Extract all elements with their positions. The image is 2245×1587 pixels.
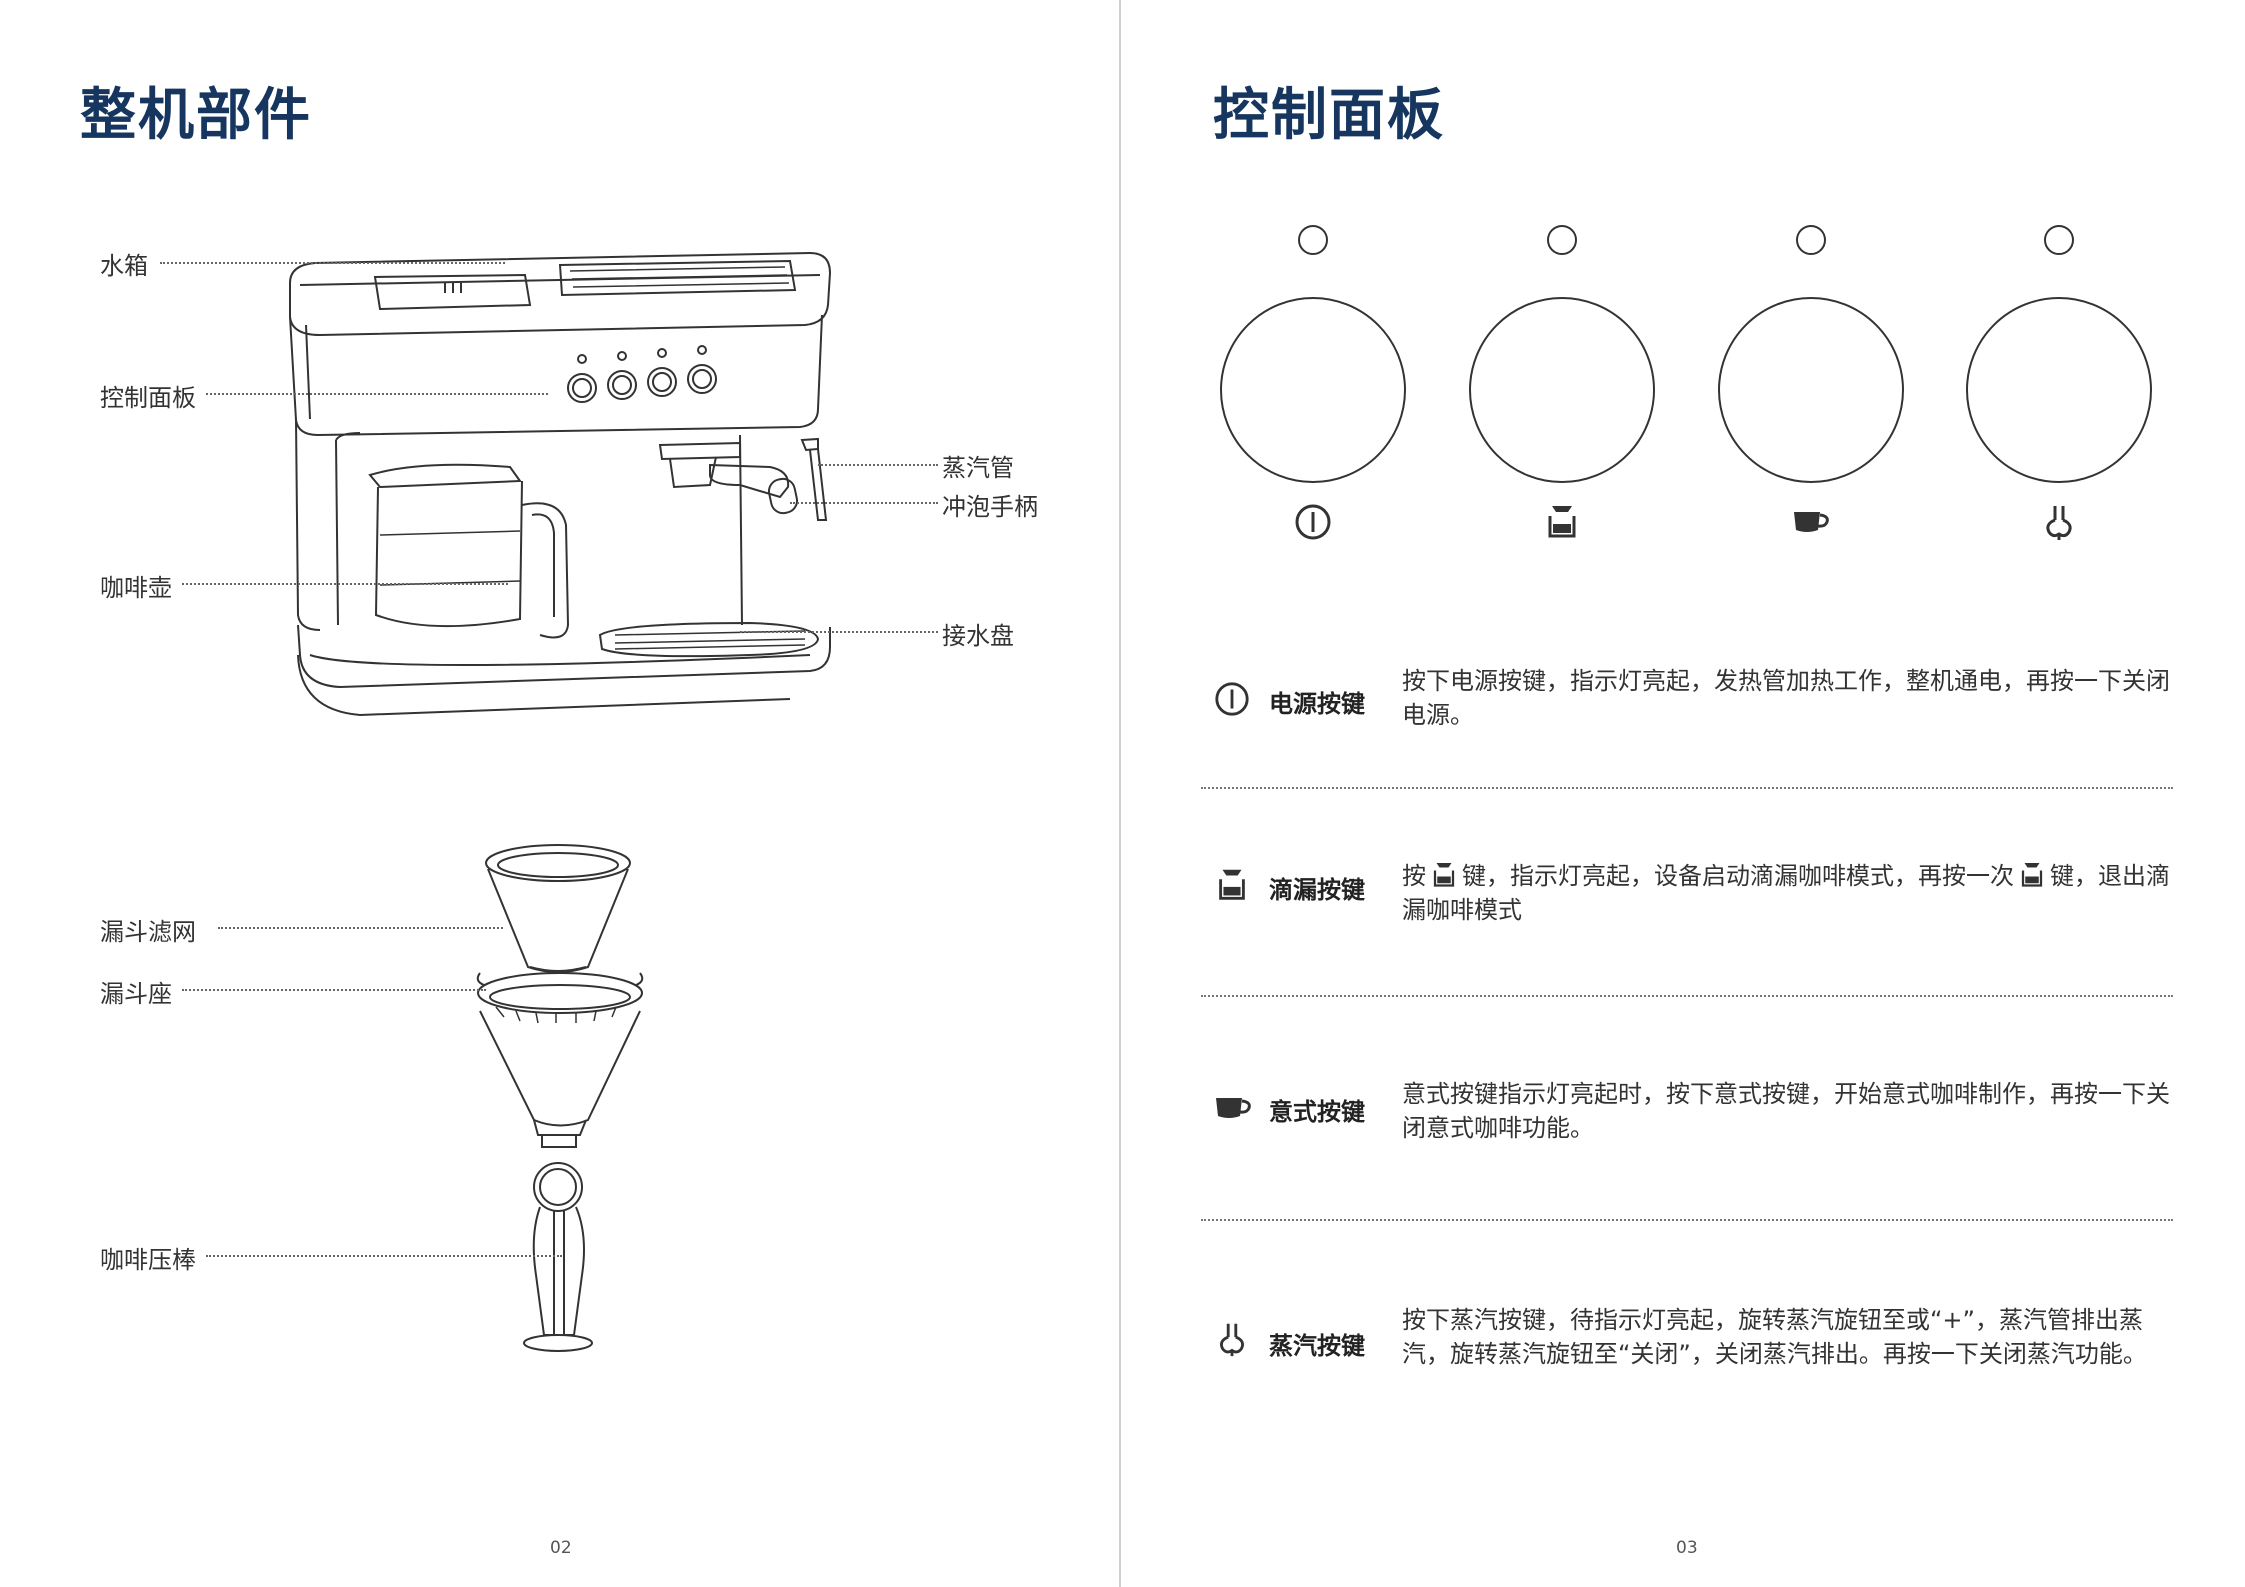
indicator-light [1548,226,1576,254]
leader-line [218,927,503,929]
right-page: 控制面板 电源按键 按下电源按键，指示灯亮起，发热管加热工作，整机通电，再按一下… [1121,0,2245,1587]
espresso-button-desc: 意式按键指示灯亮起时，按下意式按键，开始意式咖啡制作，再按一下关闭意式咖啡功能。 [1402,1077,2172,1145]
drip-button-title: 滴漏按键 [1269,870,1365,905]
left-page: 整机部件 [0,0,1120,1587]
label-funnel-filter: 漏斗滤网 [100,912,196,947]
label-coffee-pot: 咖啡壶 [100,568,172,603]
label-steam-pipe: 蒸汽管 [942,448,1014,483]
power-icon [1297,506,1329,538]
label-coffee-tamper: 咖啡压棒 [100,1240,196,1275]
separator [1201,995,2173,997]
indicator-light [1299,226,1327,254]
label-drip-tray: 接水盘 [942,616,1014,651]
label-funnel-base: 漏斗座 [100,974,172,1009]
steam-icon [2048,506,2070,540]
leader-line [818,464,938,466]
desc-text: 按 [1402,862,1426,890]
left-page-title: 整机部件 [80,70,312,151]
leader-line [206,1255,562,1257]
leader-line [182,989,486,991]
label-control-panel: 控制面板 [100,378,196,413]
steam-button-desc: 按下蒸汽按键，待指示灯亮起，旋转蒸汽旋钮至或“+”，蒸汽管排出蒸汽，旋转蒸汽旋钮… [1402,1303,2172,1371]
coffee-machine-illustration [270,235,840,735]
drip-icon [2017,860,2047,890]
funnel-parts-illustration [470,835,650,1365]
leader-line [182,583,508,585]
espresso-cup-icon [1213,1088,1253,1128]
espresso-button-title: 意式按键 [1269,1092,1365,1127]
right-page-title: 控制面板 [1213,70,1445,151]
indicator-light [2045,226,2073,254]
panel-button-steam [1967,298,2151,482]
leader-line [740,631,938,633]
control-panel-diagram [1121,210,2245,550]
label-water-tank: 水箱 [100,246,148,281]
panel-button-espresso [1719,298,1903,482]
separator [1201,1219,2173,1221]
separator [1201,787,2173,789]
indicator-light [1797,226,1825,254]
drip-icon [1213,866,1251,904]
page-number: 03 [1676,1538,1698,1558]
power-icon [1213,680,1251,718]
steam-button-title: 蒸汽按键 [1269,1326,1365,1361]
steam-icon [1213,1320,1251,1358]
page-number: 02 [550,1538,572,1558]
power-button-desc: 按下电源按键，指示灯亮起，发热管加热工作，整机通电，再按一下关闭电源。 [1402,664,2172,732]
drip-button-desc: 按键，指示灯亮起，设备启动滴漏咖啡模式，再按一次键，退出滴漏咖啡模式 [1402,859,2172,927]
leader-line [206,393,548,395]
desc-text: 键，指示灯亮起，设备启动滴漏咖啡模式，再按一次 [1462,862,2014,890]
drip-icon [1429,860,1459,890]
drip-icon [1550,506,1574,536]
leader-line [790,502,938,504]
power-button-title: 电源按键 [1269,684,1365,719]
label-brew-handle: 冲泡手柄 [942,487,1038,522]
panel-button-power [1221,298,1405,482]
leader-line [160,262,505,264]
espresso-cup-icon [1794,512,1827,532]
panel-button-drip [1470,298,1654,482]
